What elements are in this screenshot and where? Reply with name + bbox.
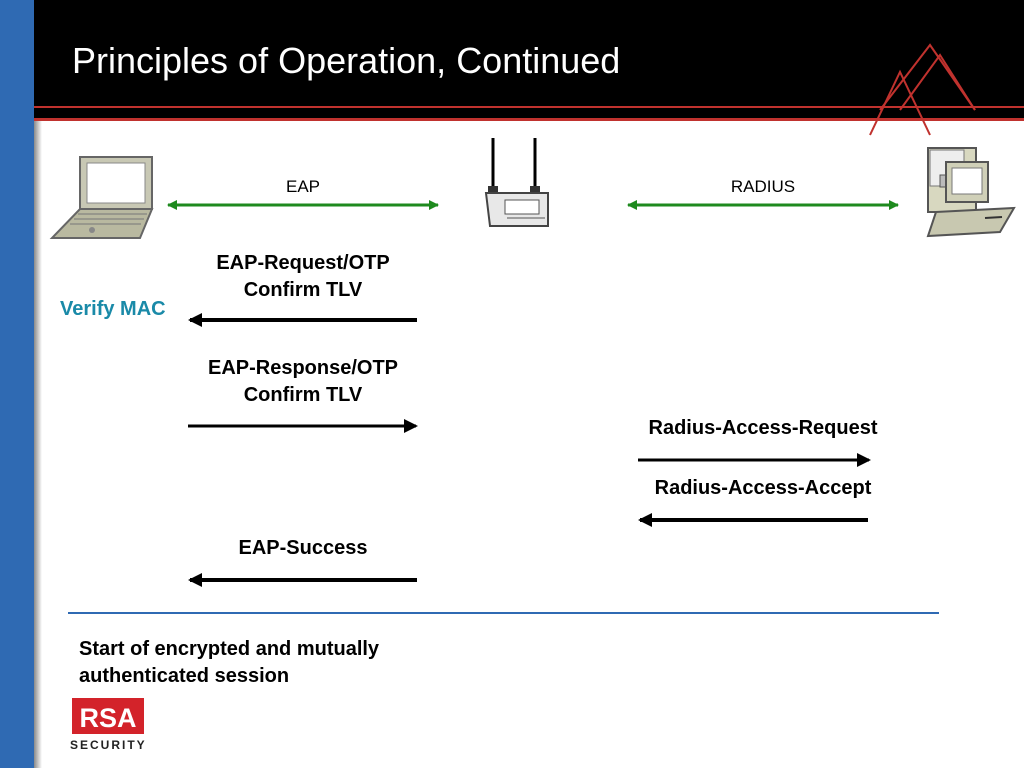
section-divider <box>68 612 939 614</box>
message-arrows <box>167 200 899 587</box>
radius-link-label: RADIUS <box>730 177 796 196</box>
header-red-line-top <box>34 106 1024 108</box>
sidebar-shadow <box>34 0 42 768</box>
eap-response-label: EAP-Response/OTP Confirm TLV <box>208 355 398 409</box>
eap-response-line-1: EAP-Response/OTP <box>207 357 399 379</box>
mountain-logo <box>869 43 976 136</box>
eap-response-line-2: Confirm TLV <box>243 384 363 406</box>
rsa-logo-subtitle: SECURITY <box>70 738 147 752</box>
header-red-line-bottom <box>34 118 1024 121</box>
eap-request-line-1: EAP-Request/OTP <box>216 252 390 274</box>
verify-mac-label: Verify MAC <box>60 298 166 320</box>
session-caption-line-1: Start of encrypted and mutually <box>79 638 380 660</box>
session-caption-line-2: authenticated session <box>79 665 290 687</box>
eap-link-label: EAP <box>285 177 321 196</box>
rsa-logo-text: RSA <box>79 703 136 733</box>
eap-request-label: EAP-Request/OTP Confirm TLV <box>216 250 389 304</box>
radius-accept-label: Radius-Access-Accept <box>654 477 872 499</box>
eap-request-line-2: Confirm TLV <box>243 279 363 301</box>
left-sidebar <box>0 0 34 768</box>
eap-success-label: EAP-Success <box>238 537 368 559</box>
server-icon <box>926 147 1016 238</box>
access-point-icon <box>484 138 549 227</box>
session-caption: Start of encrypted and mutually authenti… <box>79 636 379 690</box>
device-icons <box>49 138 1016 239</box>
slide-title: Principles of Operation, Continued <box>72 40 621 81</box>
laptop-icon <box>49 156 154 239</box>
header-band <box>34 0 1024 118</box>
radius-request-label: Radius-Access-Request <box>648 417 878 439</box>
